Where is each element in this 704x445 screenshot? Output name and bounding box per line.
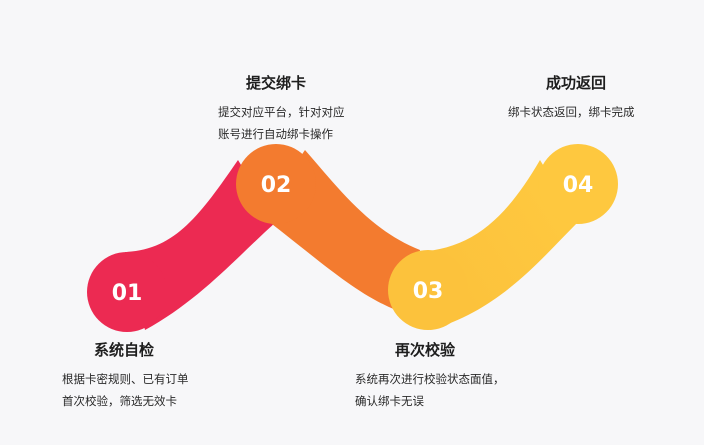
step-number-4: 04: [563, 173, 594, 198]
step-number-2: 02: [261, 173, 292, 198]
step-1-title: 系统自检: [94, 341, 155, 359]
step-1-text: 系统自检 根据卡密规则、已有订单 首次校验，筛选无效卡: [62, 339, 189, 412]
step-1-desc-line-2: 首次校验，筛选无效卡: [62, 394, 177, 408]
step-3-desc-line-2: 确认绑卡无误: [355, 394, 424, 408]
step-1-description: 根据卡密规则、已有订单 首次校验，筛选无效卡: [62, 368, 189, 412]
step-number-1: 01: [112, 281, 143, 306]
step-number-3: 03: [413, 279, 444, 304]
step-circle-4: [538, 144, 618, 224]
step-4-description: 绑卡状态返回，绑卡完成: [508, 101, 635, 123]
step-3-text: 再次校验 系统再次进行校验状态面值， 确认绑卡无误: [355, 339, 505, 412]
step-4-title: 成功返回: [546, 74, 607, 92]
step-2-desc-line-2: 账号进行自动绑卡操作: [218, 127, 333, 141]
step-4-desc-line-1: 绑卡状态返回，绑卡完成: [508, 105, 635, 119]
step-2-desc-line-1: 提交对应平台，针对对应: [218, 105, 345, 119]
step-circle-3: [388, 250, 468, 330]
step-2-description: 提交对应平台，针对对应 账号进行自动绑卡操作: [218, 101, 345, 145]
step-2-title: 提交绑卡: [246, 74, 307, 92]
step-circle-1: [87, 252, 167, 332]
step-3-description: 系统再次进行校验状态面值， 确认绑卡无误: [355, 368, 505, 412]
step-2-text: 提交绑卡 提交对应平台，针对对应 账号进行自动绑卡操作: [218, 72, 345, 145]
step-3-desc-line-1: 系统再次进行校验状态面值，: [355, 372, 505, 386]
step-4-text: 成功返回 绑卡状态返回，绑卡完成: [508, 72, 635, 123]
step-1-desc-line-1: 根据卡密规则、已有订单: [62, 372, 189, 386]
step-circle-2: [236, 144, 316, 224]
step-3-title: 再次校验: [395, 341, 456, 359]
